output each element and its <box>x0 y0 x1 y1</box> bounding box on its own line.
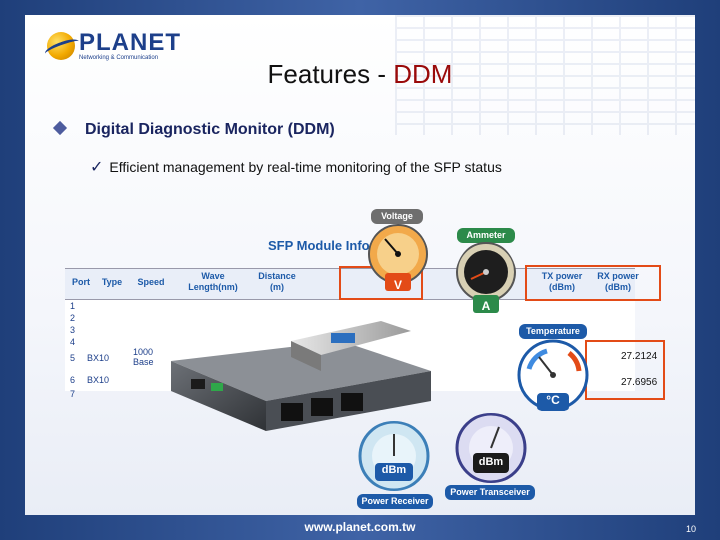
col-wavelength: Wave Length(nm) <box>188 271 238 292</box>
bullet-level1-text: Digital Diagnostic Monitor (DDM) <box>85 121 335 138</box>
bullet-level1: Digital Diagnostic Monitor (DDM) <box>52 120 335 139</box>
bullet-level2: ✓ Efficient management by real-time monit… <box>90 157 502 177</box>
table-row-port: 5 <box>70 353 76 363</box>
diamond-bullet-icon <box>52 120 68 136</box>
col-speed: Speed <box>137 277 165 287</box>
title-main: Features - <box>267 59 394 89</box>
table-row-type: BX10 <box>87 353 110 363</box>
ammeter-gauge-icon <box>456 242 516 313</box>
bullet-level2-text: Efficient management by real-time monito… <box>109 159 502 175</box>
ammeter-label: Ammeter <box>457 228 515 243</box>
slide: PLANET Networking & Communication Featur… <box>25 15 695 515</box>
table-row-port: 6 <box>70 375 76 385</box>
table-row-port: 4 <box>70 337 76 347</box>
tx-rx-header-highlight <box>525 265 661 301</box>
logo-word: PLANET <box>79 29 181 56</box>
power-transceiver-label: Power Transceiver <box>445 485 535 500</box>
footer: www.planet.com.tw 10 <box>0 515 720 540</box>
col-port: Port <box>72 277 90 287</box>
power-receiver-label: Power Receiver <box>357 494 433 509</box>
power-receiver-gauge-icon <box>358 421 430 491</box>
power-receiver-unit: dBm <box>381 464 407 476</box>
table-row-port: 2 <box>70 313 76 323</box>
switch-and-sfp-illustration <box>171 321 431 431</box>
power-transceiver-unit: dBm <box>478 456 504 468</box>
checkmark-icon: ✓ <box>90 159 104 176</box>
power-transceiver-gauge-icon <box>455 413 527 483</box>
voltage-gauge-icon <box>368 224 428 291</box>
voltage-unit: V <box>393 278 402 292</box>
footer-url: www.planet.com.tw <box>304 520 416 534</box>
col-tx-power: TX power (dBm) <box>541 271 583 292</box>
page-number: 10 <box>685 524 696 534</box>
temperature-label: Temperature <box>519 324 587 339</box>
globe-icon <box>47 32 75 60</box>
ddm-figure: SFP Module Information Port Type Speed W… <box>65 193 665 509</box>
col-distance: Distance (m) <box>258 271 296 292</box>
rx-value: 27.6956 <box>621 377 658 388</box>
table-row-speed: 1000 Base <box>133 347 154 367</box>
col-type: Type <box>101 277 123 287</box>
table-row-port: 7 <box>70 389 76 399</box>
planet-logo: PLANET Networking & Communication <box>43 29 180 63</box>
logo-tagline: Networking & Communication <box>79 55 159 61</box>
col-rx-power: RX power (dBm) <box>597 271 639 292</box>
title-highlight: DDM <box>393 59 453 89</box>
ammeter-unit: A <box>481 299 491 313</box>
rx-values-highlight <box>585 340 665 400</box>
table-row-type: BX10 <box>87 375 110 385</box>
slide-title: Features - DDM <box>25 59 695 90</box>
temperature-unit: °C <box>546 393 560 407</box>
rx-value: 27.2124 <box>621 351 658 362</box>
table-row-port: 3 <box>70 325 76 335</box>
temperature-gauge-icon <box>517 339 589 411</box>
voltage-label: Voltage <box>371 209 423 224</box>
table-row-port: 1 <box>70 301 76 311</box>
server-rack-background <box>395 15 695 135</box>
